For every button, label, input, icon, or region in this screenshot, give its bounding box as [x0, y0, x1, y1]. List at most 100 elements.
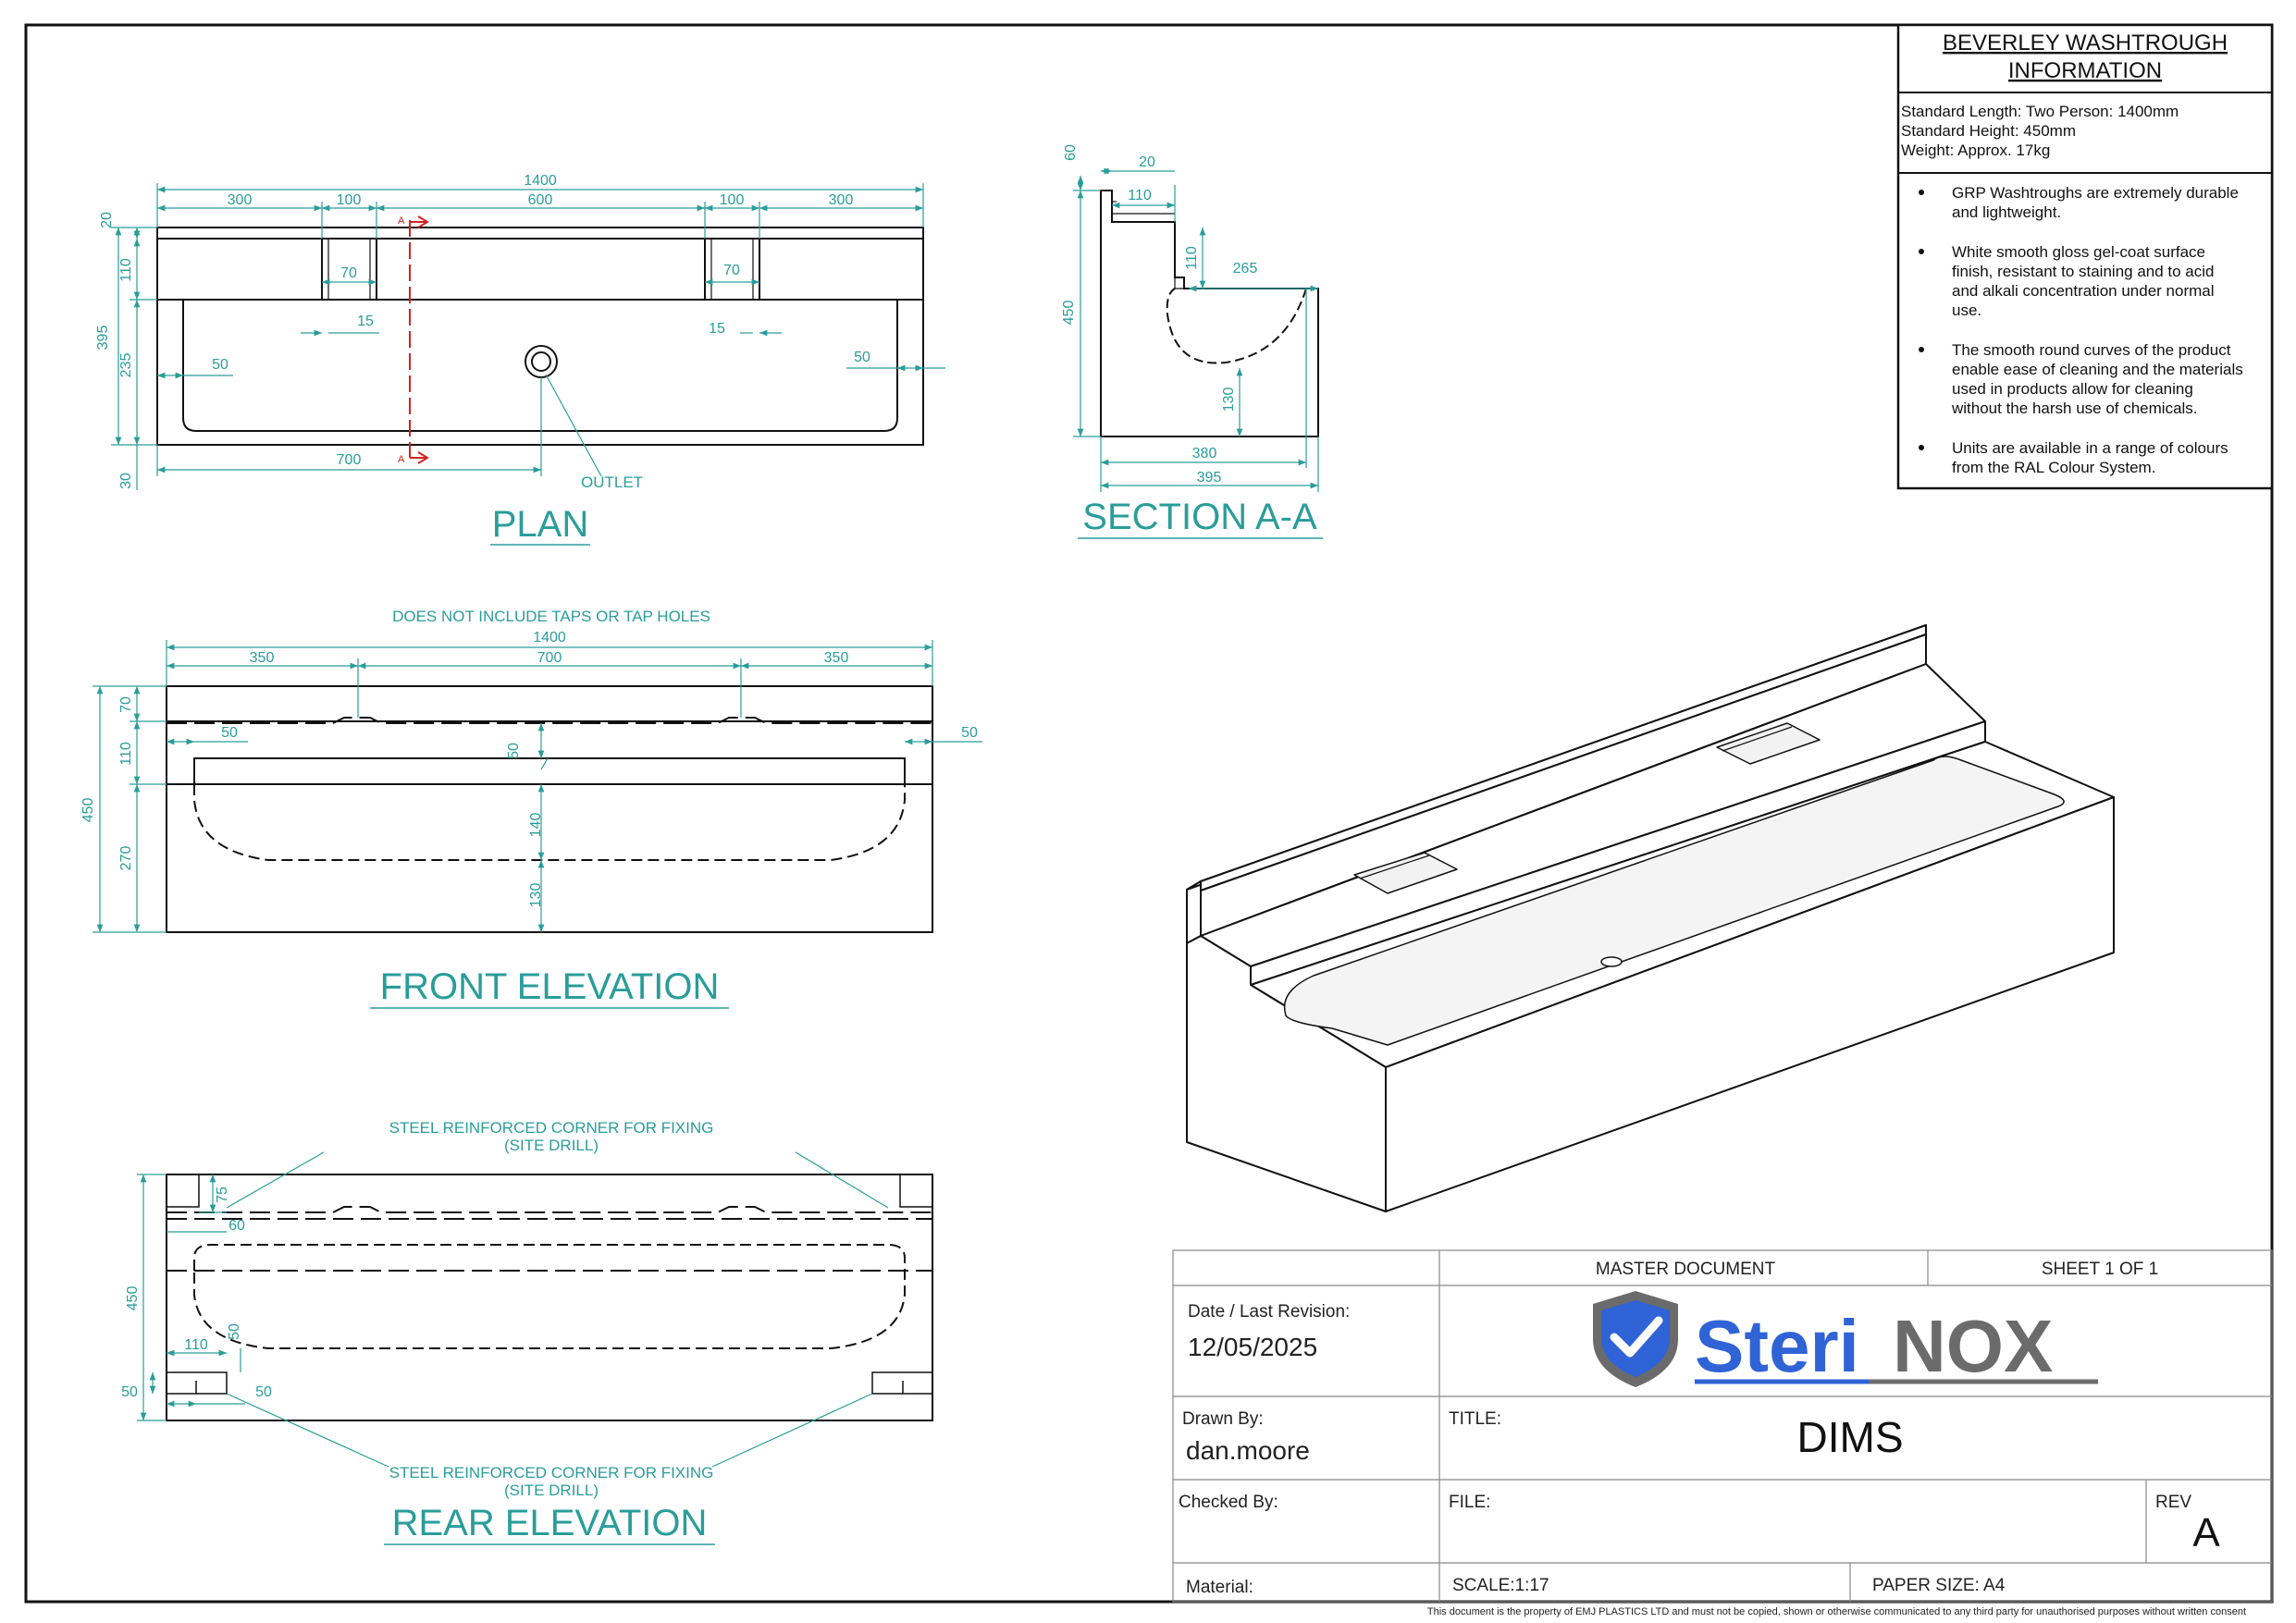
front-dim-70: 70 [118, 696, 134, 713]
plan-dim-600: 600 [528, 192, 553, 208]
rear-elevation-title: REAR ELEVATION [392, 1503, 708, 1543]
info-bullet-line: used in products allow for cleaning [1952, 380, 2193, 398]
plan-dim-left-100: 100 [337, 192, 362, 208]
section-dim-380: 380 [1192, 446, 1217, 461]
tb-date-value: 12/05/2025 [1188, 1333, 1317, 1361]
plan-dim-700: 700 [337, 452, 362, 468]
rear-dim-110: 110 [184, 1337, 208, 1353]
rear-dim-450: 450 [125, 1286, 141, 1311]
plan-dim-50-right: 50 [854, 350, 870, 365]
info-spec-height: Standard Height: 450mm [1901, 122, 2076, 140]
tb-drawn-label: Drawn By: [1182, 1409, 1264, 1429]
tb-title-value: DIMS [1797, 1413, 1904, 1461]
plan-dim-70-right: 70 [723, 263, 740, 278]
info-bullet-line: and lightweight. [1952, 203, 2061, 221]
plan-dim-395: 395 [95, 326, 111, 350]
info-bullet-line: use. [1952, 301, 1981, 319]
info-bullet-line: GRP Washtroughs are extremely durable [1952, 184, 2239, 202]
tb-rev-value: A [2192, 1510, 2220, 1555]
plan-dim-right-100: 100 [720, 192, 745, 208]
front-dim-110: 110 [118, 742, 134, 766]
rear-note-steel-bottom: STEEL REINFORCED CORNER FOR FIXING [389, 1464, 714, 1482]
info-bullet-dot [1919, 190, 1924, 195]
plan-dim-15-right: 15 [709, 321, 725, 337]
plan-dim-30: 30 [118, 473, 134, 489]
tb-material-label: Material: [1186, 1578, 1253, 1597]
plan-title: PLAN [492, 504, 589, 545]
plan-dim-50-left: 50 [212, 357, 228, 373]
logo-text-steri: Steri [1695, 1305, 1859, 1387]
plan-section-mark-bottom: A [398, 454, 405, 465]
rear-dim-50-left: 50 [121, 1384, 138, 1400]
info-bullet-dot [1919, 347, 1924, 352]
info-bullet-line: and alkali concentration under normal [1952, 282, 2215, 300]
front-note-no-taps: DOES NOT INCLUDE TAPS OR TAP HOLES [392, 608, 710, 625]
front-dim-140: 140 [528, 813, 544, 838]
tb-drawn-value: dan.moore [1186, 1436, 1310, 1465]
front-dim-350-right: 350 [824, 650, 849, 666]
rear-note-site-drill-top: (SITE DRILL) [504, 1137, 599, 1154]
tb-disclaimer: This document is the property of EMJ PLA… [1427, 1606, 2246, 1617]
tb-checked-label: Checked By: [1179, 1493, 1278, 1512]
front-dim-1400: 1400 [533, 630, 566, 646]
section-dim-20: 20 [1139, 154, 1155, 170]
rear-note-site-drill-bottom: (SITE DRILL) [504, 1482, 599, 1499]
front-dim-450: 450 [80, 798, 96, 823]
plan-dim-left-300: 300 [228, 192, 253, 208]
plan-dim-235: 235 [118, 353, 134, 378]
plan-dim-total: 1400 [524, 173, 557, 189]
info-title-1: BEVERLEY WASHTROUGH [1943, 31, 2228, 55]
plan-section-mark-top: A [398, 215, 405, 227]
info-bullet-line: without the harsh use of chemicals. [1951, 400, 2198, 417]
plan-dim-110: 110 [118, 258, 134, 282]
front-dim-130: 130 [528, 883, 544, 908]
plan-dim-70-left: 70 [340, 265, 357, 281]
info-bullet-line: The smooth round curves of the product [1952, 341, 2231, 359]
plan-dim-20: 20 [99, 212, 115, 228]
rear-dim-75: 75 [215, 1187, 230, 1203]
tb-title-label: TITLE: [1449, 1409, 1501, 1429]
sterinox-logo: Steri NOX [1593, 1291, 2098, 1387]
info-bullet-line: from the RAL Colour System. [1952, 459, 2155, 476]
info-title-2: INFORMATION [2008, 58, 2162, 83]
section-dim-395: 395 [1197, 470, 1222, 486]
info-bullet-line: White smooth gloss gel-coat surface [1952, 243, 2205, 261]
tb-master-document: MASTER DOCUMENT [1596, 1260, 1776, 1279]
section-dim-110-h: 110 [1128, 188, 1152, 203]
rear-elevation [166, 1174, 933, 1421]
info-bullet-line: enable ease of cleaning and the material… [1952, 361, 2243, 378]
section-dim-265: 265 [1233, 261, 1258, 277]
plan-view [156, 215, 924, 464]
tb-sheet: SHEET 1 OF 1 [2042, 1260, 2158, 1279]
front-dim-700: 700 [537, 650, 562, 666]
plan-dim-right-300: 300 [829, 192, 854, 208]
iso-outlet [1600, 956, 1623, 967]
section-view [1100, 190, 1319, 437]
front-elevation [166, 685, 933, 933]
sheet-border [24, 23, 2274, 1604]
front-dim-50-right: 50 [961, 725, 978, 741]
tb-paper-size: PAPER SIZE: A4 [1872, 1576, 2006, 1595]
front-dim-50-left: 50 [221, 725, 238, 741]
info-spec-weight: Weight: Approx. 17kg [1901, 141, 2050, 159]
tb-rev-label: REV [2155, 1493, 2191, 1512]
section-dim-60: 60 [1063, 144, 1079, 161]
info-bullets: GRP Washtroughs are extremely durableand… [1919, 184, 2243, 476]
front-dim-350-left: 350 [250, 650, 275, 666]
outlet-circle [525, 345, 558, 378]
tb-scale: SCALE:1:17 [1452, 1576, 1549, 1595]
section-dim-130: 130 [1221, 387, 1237, 412]
rear-note-steel-top: STEEL REINFORCED CORNER FOR FIXING [389, 1119, 714, 1137]
info-bullet-dot [1919, 249, 1924, 254]
plan-dim-15-left: 15 [357, 314, 374, 329]
section-dim-110-v: 110 [1184, 246, 1200, 270]
tb-date-label: Date / Last Revision: [1188, 1302, 1350, 1322]
info-bullet-line: finish, resistant to staining and to aci… [1952, 263, 2215, 280]
title-block [1172, 1249, 2273, 1603]
outlet-label: OUTLET [581, 473, 643, 491]
rear-dim-50-vert: 50 [227, 1323, 242, 1340]
iso-basin [1283, 756, 2065, 1046]
front-dim-50-mid: 50 [506, 743, 522, 759]
info-box: BEVERLEY WASHTROUGH INFORMATION Standard… [1896, 23, 2274, 490]
